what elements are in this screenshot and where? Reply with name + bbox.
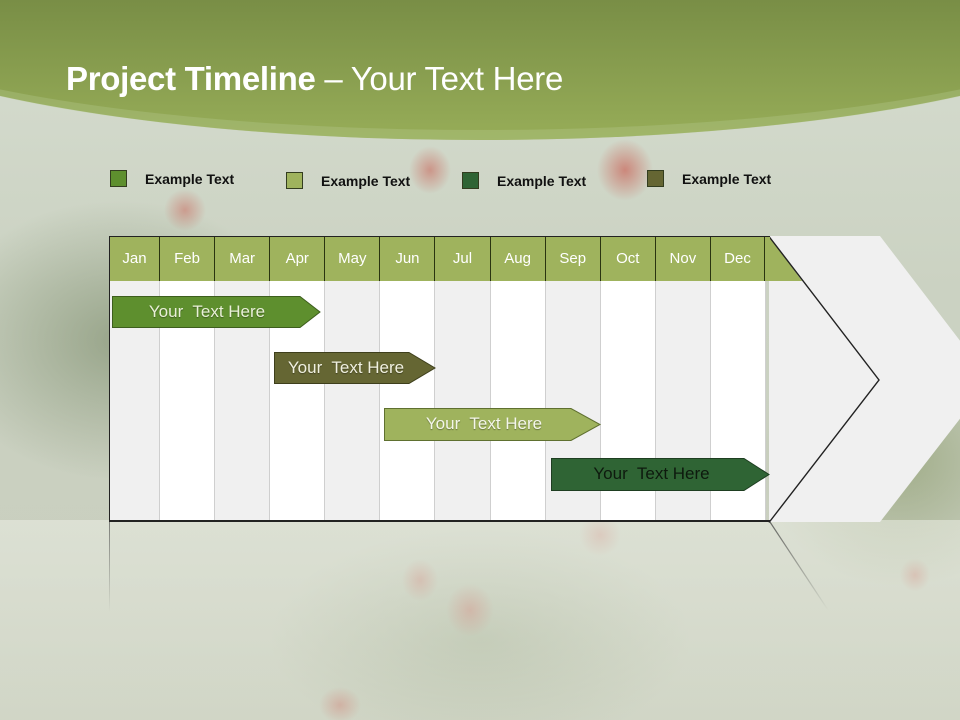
chart-reflection-left xyxy=(109,522,110,612)
month-mar: Mar xyxy=(214,237,269,281)
task-bar-1-label: Your Text Here xyxy=(148,302,266,321)
month-header-row: Jan Feb Mar Apr May Jun Jul Aug Sep Oct … xyxy=(109,236,770,281)
month-feb: Feb xyxy=(159,237,214,281)
task-bar-1[interactable]: Your Text Here xyxy=(112,296,321,328)
grid-col-jul xyxy=(435,281,491,520)
month-jan: Jan xyxy=(109,237,159,281)
legend-label-1: Example Text xyxy=(145,170,235,187)
month-oct: Oct xyxy=(599,237,655,281)
grid-col-aug xyxy=(490,281,546,520)
grid-col-may xyxy=(325,281,381,520)
task-bar-3-shape xyxy=(384,408,602,441)
background-fog xyxy=(0,520,960,720)
month-nov: Nov xyxy=(654,237,710,281)
task-bar-4[interactable]: Your Text Here xyxy=(551,458,770,491)
header-swoosh xyxy=(0,0,960,200)
task-bar-1-shape xyxy=(112,296,321,328)
task-bar-3[interactable]: Your Text Here xyxy=(384,408,602,441)
month-jul: Jul xyxy=(434,237,489,281)
legend-item-3: Example Text xyxy=(462,172,586,189)
task-bar-2-label: Your Text Here xyxy=(287,358,405,377)
legend-swatch-1 xyxy=(110,170,127,187)
title-bold: Project Timeline xyxy=(66,60,316,97)
legend-label-3: Example Text xyxy=(497,172,587,189)
task-bar-2[interactable]: Your Text Here xyxy=(274,352,436,384)
month-sep: Sep xyxy=(544,237,600,281)
month-may: May xyxy=(324,237,379,281)
legend-label-2: Example Text xyxy=(321,172,411,189)
legend-item-1: Example Text xyxy=(110,170,234,187)
month-apr: Apr xyxy=(269,237,324,281)
legend-item-4: Example Text xyxy=(647,170,771,187)
grid-col-jun xyxy=(380,281,436,520)
task-bar-4-label: Your Text Here xyxy=(593,464,710,483)
legend: Example Text Example Text Example Text E… xyxy=(0,170,960,194)
month-aug: Aug xyxy=(489,237,545,281)
legend-item-2: Example Text xyxy=(286,172,410,189)
chart-reflection-diagonal xyxy=(770,522,829,611)
task-bar-4-shape xyxy=(551,458,770,491)
month-jun: Jun xyxy=(379,237,434,281)
page-title: Project Timeline – Your Text Here xyxy=(66,60,563,98)
task-bar-2-shape xyxy=(274,352,436,384)
legend-swatch-3 xyxy=(462,172,479,189)
timeline-arrow-head xyxy=(768,236,960,523)
legend-label-4: Example Text xyxy=(682,170,772,187)
month-dec: Dec xyxy=(709,237,766,281)
task-bar-3-label: Your Text Here xyxy=(425,414,543,433)
header-band xyxy=(0,0,960,140)
legend-swatch-4 xyxy=(647,170,664,187)
title-rest: – Your Text Here xyxy=(315,60,563,97)
legend-swatch-2 xyxy=(286,172,303,189)
